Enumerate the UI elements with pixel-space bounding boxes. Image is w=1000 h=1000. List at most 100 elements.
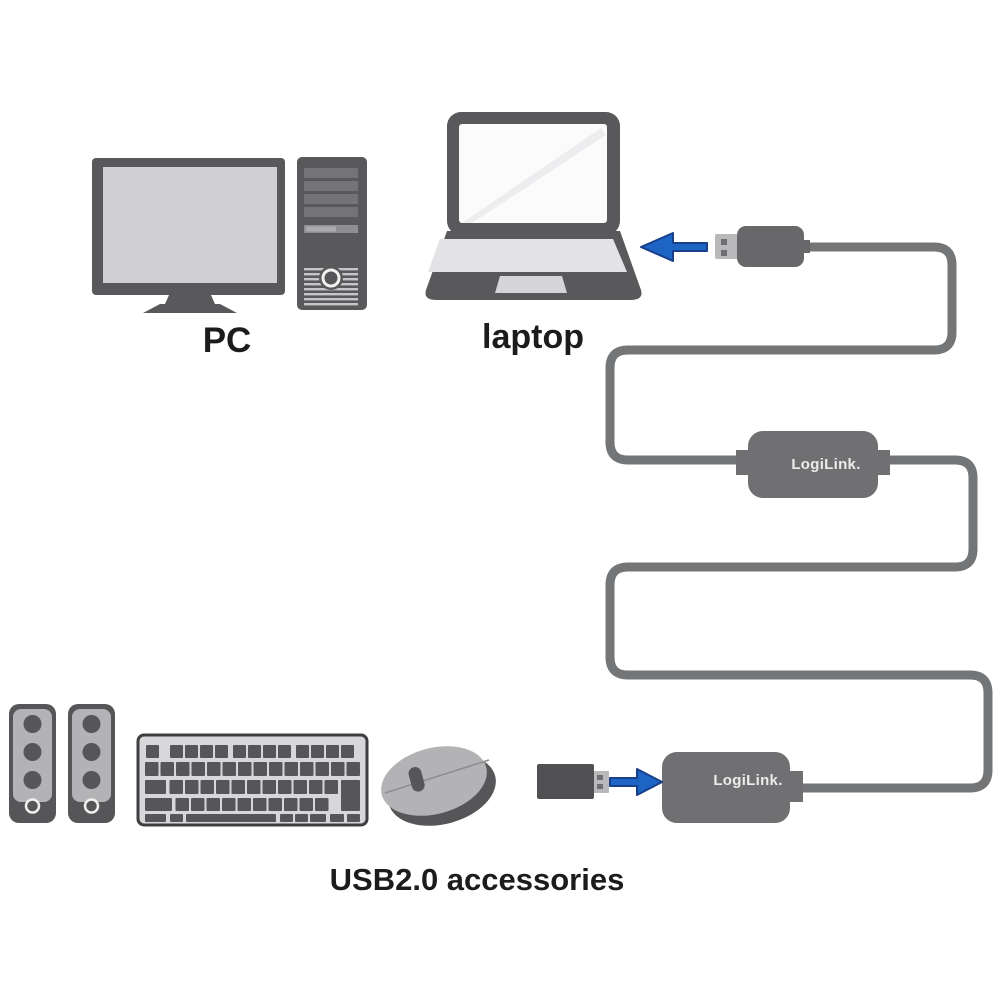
keyboard-key: [341, 745, 354, 758]
keyboard-key: [295, 814, 308, 822]
inline-adapter-box: LogiLink.: [736, 431, 890, 498]
keyboard-key: [145, 762, 159, 776]
keyboard-key: [278, 780, 292, 794]
laptop-touchpad: [495, 276, 567, 293]
keyboard-key: [185, 745, 198, 758]
keyboard-key: [315, 798, 329, 811]
keyboard-key: [268, 798, 282, 811]
tower-bay: [304, 194, 358, 204]
keyboard-key: [253, 762, 267, 776]
keyboard-key: [280, 814, 293, 822]
pc-illustration: PC: [92, 157, 367, 360]
adapter-strain-relief-right: [876, 450, 890, 475]
receptacle-body: [662, 752, 790, 823]
keyboard-key: [330, 814, 344, 822]
monitor-icon: [92, 158, 285, 313]
keyboard-key: [231, 780, 245, 794]
arrow-right-icon: [609, 768, 663, 796]
receptacle-strain-relief: [788, 771, 803, 802]
arrow-left-icon: [640, 232, 708, 262]
dongle-metal: [594, 771, 609, 793]
tower-bay: [304, 181, 358, 191]
tower-bay: [304, 168, 358, 178]
keyboard-key: [284, 762, 298, 776]
keyboard-key: [237, 798, 251, 811]
keyboard-key: [191, 798, 205, 811]
keyboard-key: [216, 780, 230, 794]
keyboard-key: [170, 814, 183, 822]
dongle-contact: [597, 784, 603, 789]
keyboard-key: [222, 798, 236, 811]
keyboard-key: [262, 780, 276, 794]
keyboard-key: [215, 745, 228, 758]
keyboard-key: [145, 798, 172, 811]
laptop-screen: [459, 124, 607, 223]
keyboard-key: [324, 780, 338, 794]
keyboard-key: [346, 762, 360, 776]
keyboard-key: [160, 762, 174, 776]
keyboard-key: [175, 798, 189, 811]
tower-drive-slot-inner: [306, 226, 336, 232]
keyboard-key: [191, 762, 205, 776]
keyboard-key: [222, 762, 236, 776]
keyboard-key: [347, 814, 360, 822]
mouse-shell: [381, 746, 487, 816]
keyboard-key: [200, 745, 213, 758]
keyboard-key: [253, 798, 267, 811]
laptop-icon: laptop: [425, 112, 642, 356]
usb-receptacle-box: LogiLink.: [662, 752, 803, 823]
mouse-icon: [381, 746, 496, 826]
accessories-label: USB2.0 accessories: [330, 862, 625, 897]
laptop-keyboard-deck: [428, 239, 627, 272]
keyboard-key: [278, 745, 291, 758]
receptacle-brand-label: LogiLink.: [713, 772, 782, 789]
mouse-button-seam: [384, 759, 490, 794]
keyboard-key: [176, 762, 190, 776]
keyboard-key: [284, 798, 298, 811]
speaker-left: [9, 704, 56, 823]
keyboard-key: [169, 780, 183, 794]
speakers-icon: [9, 704, 115, 823]
keyboard-key: [293, 780, 307, 794]
usb-plug-strain-relief: [802, 240, 810, 253]
keyboard-icon: [136, 733, 369, 827]
keyboard-key: [331, 762, 345, 776]
tower-icon: [297, 157, 367, 310]
speaker-right: [68, 704, 115, 823]
keyboard-key: [296, 745, 309, 758]
keyboard-key: [145, 780, 166, 794]
keyboard-key: [185, 780, 199, 794]
usb-plug-contact: [721, 239, 727, 245]
keyboard-key: [248, 745, 261, 758]
keyboard-key: [145, 814, 166, 822]
keyboard-key: [247, 780, 261, 794]
keyboard-key: [300, 762, 314, 776]
dongle-contact: [597, 775, 603, 780]
monitor-neck: [165, 295, 215, 304]
usb-cable: [605, 242, 993, 793]
keyboard-key: [326, 745, 339, 758]
dongle-body: [537, 764, 594, 799]
usb-dongle-icon: [537, 764, 609, 799]
power-button-icon: [321, 268, 341, 288]
usb-plug-body: [737, 226, 804, 267]
keyboard-key: [238, 762, 252, 776]
keyboard-key: [233, 745, 246, 758]
adapter-brand-label: LogiLink.: [791, 456, 860, 473]
keyboard-key: [186, 814, 276, 822]
keyboard-key: [341, 780, 360, 811]
laptop-label: laptop: [482, 318, 584, 356]
keyboard-key: [309, 780, 323, 794]
usb-plug-contact: [721, 250, 727, 256]
keyboard-key: [207, 762, 221, 776]
mouse-scroll-wheel: [408, 767, 425, 792]
keyboard-key: [299, 798, 313, 811]
monitor-base: [143, 304, 237, 313]
keyboard-key: [170, 745, 183, 758]
pc-label: PC: [203, 321, 252, 360]
usb-plug-icon: [715, 226, 810, 267]
keyboard-key: [310, 814, 326, 822]
keyboard-key: [263, 745, 276, 758]
